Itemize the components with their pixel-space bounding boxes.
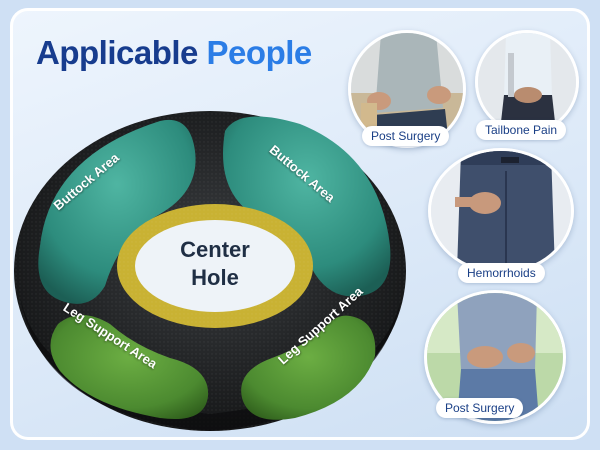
- caption-post-surgery-2: Post Surgery: [436, 398, 524, 418]
- headline: Applicable People: [36, 34, 312, 72]
- cushion-illustration: Buttock Area Buttock Area Leg Support Ar…: [10, 96, 410, 436]
- caption-hemorrhoids: Hemorrhoids: [458, 263, 545, 283]
- caption-tailbone-pain: Tailbone Pain: [476, 120, 567, 140]
- buttock-zone-right: [223, 116, 391, 297]
- buttock-zone-left: [38, 119, 196, 304]
- person-holding-buttock-photo: [428, 148, 574, 274]
- leg-zone-left: [50, 315, 209, 420]
- leg-zone-right: [241, 315, 376, 420]
- donut-cushion-graphic: [14, 111, 406, 431]
- product-panel: Applicable People: [10, 8, 590, 440]
- center-hole: [135, 220, 295, 312]
- headline-word-applicable: Applicable: [36, 34, 198, 71]
- center-hole-label: Center Hole: [180, 237, 250, 290]
- person-holding-tailbone-photo: [475, 30, 579, 134]
- headline-word-people: People: [206, 34, 313, 71]
- caption-post-surgery-1: Post Surgery: [362, 126, 450, 146]
